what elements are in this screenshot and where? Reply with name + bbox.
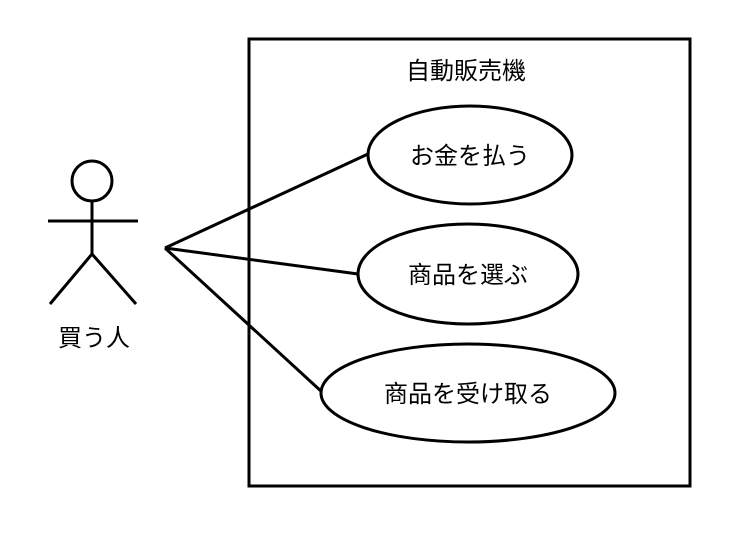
associations [163, 152, 369, 394]
use-case-select-ellipse [356, 222, 580, 326]
use-case-select-label: 商品を選ぶ [408, 261, 528, 289]
association-receive [163, 246, 324, 394]
use-case-receive: 商品を受け取る [319, 342, 617, 444]
association-pay [164, 152, 369, 250]
actor-label: 買う人 [58, 324, 130, 352]
use-case-receive-ellipse [319, 342, 617, 444]
actor-figure [48, 159, 138, 305]
actor-head [70, 159, 114, 203]
use-case-pay-ellipse [366, 104, 574, 206]
association-select [164, 246, 359, 276]
use-case-receive-label: 商品を受け取る [384, 380, 552, 408]
use-case-select: 商品を選ぶ [356, 222, 580, 326]
use-case-pay: お金を払う [366, 104, 574, 206]
actor-right-leg [90, 253, 138, 305]
actor-left-leg [48, 253, 94, 305]
system-title: 自動販売機 [406, 57, 526, 85]
use-case-pay-label: お金を払う [410, 142, 530, 170]
system-boundary [247, 37, 692, 488]
